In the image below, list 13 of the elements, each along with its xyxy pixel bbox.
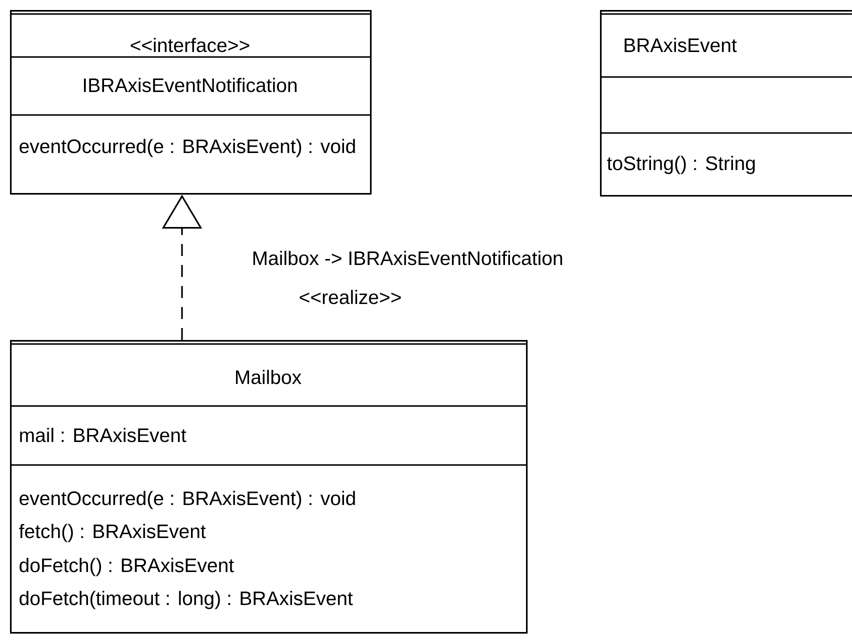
attribute-text: mail : BRAxisEvent [20,428,186,442]
method-text: toString() : String [607,156,755,174]
method-text: doFetch(timeout : long) : BRAxisEvent [20,590,353,610]
stereotype-text: <<interface>> [130,38,250,52]
method-text: doFetch() : BRAxisEvent [20,558,234,576]
method-text: eventOccurred(e : BRAxisEvent) : void [20,490,355,510]
class-name: IBRAxisEventNotification [84,78,297,92]
method-text: fetch() : BRAxisEvent [19,524,206,542]
class-name: BRAxisEvent [624,38,737,52]
edge-label: Mailbox -> IBRAxisEventNotification [253,250,562,266]
method-text: eventOccurred(e : BRAxisEvent) : void [20,138,355,158]
stereotype-label: <<realize>> [300,290,401,304]
class-name: Mailbox [236,370,302,384]
